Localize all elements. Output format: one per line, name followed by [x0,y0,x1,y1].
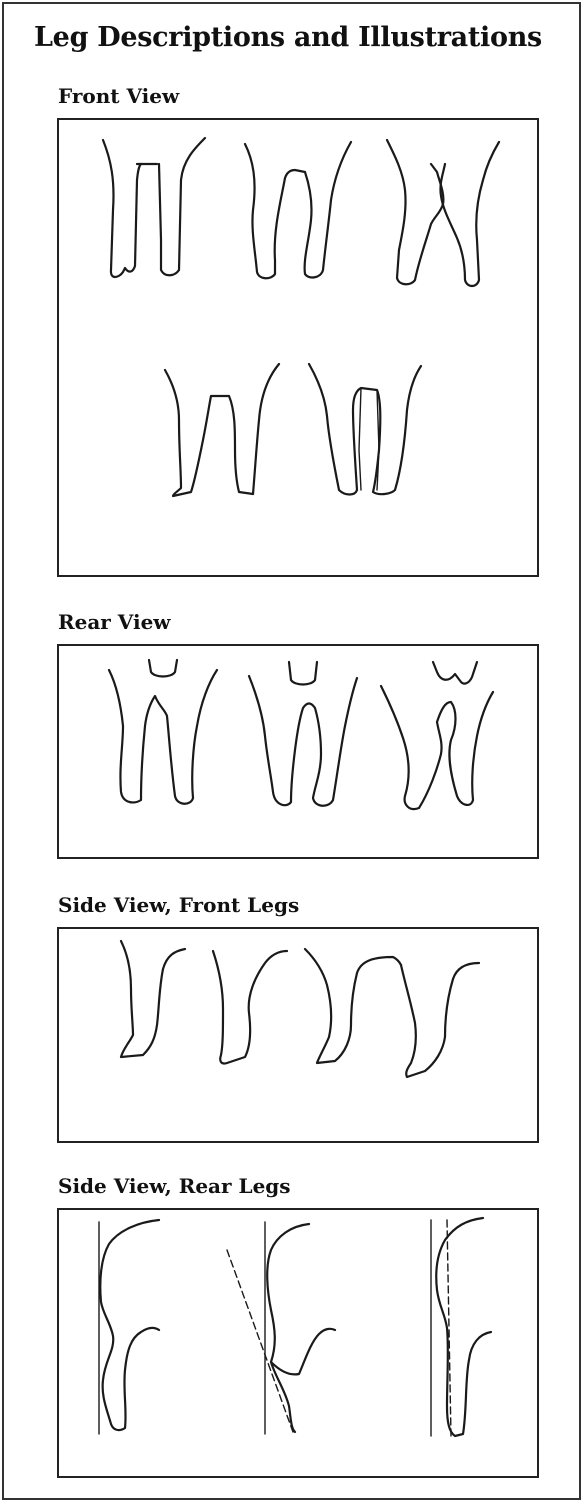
front-view-leg-pair-1 [103,138,205,277]
rear-view-leg-pair-1 [109,660,217,804]
side-view-front-legs-heading: Side View, Front Legs [58,893,299,917]
side-rear-leg-1 [99,1220,159,1434]
side-rear-leg-2 [227,1222,335,1434]
front-view-leg-pair-2 [245,142,351,278]
rear-view-panel [57,644,539,859]
rear-view-heading: Rear View [58,610,171,634]
front-view-heading: Front View [58,84,179,108]
front-view-panel [57,118,539,577]
page-title: Leg Descriptions and Illustrations [34,22,542,53]
side-front-leg-2 [213,951,287,1064]
side-view-rear-legs-panel [57,1208,539,1478]
side-rear-leg-3 [431,1218,491,1436]
side-front-leg-1 [121,941,185,1057]
side-front-leg-4 [401,963,479,1077]
side-view-front-legs-panel [57,927,539,1143]
rear-view-leg-pair-2 [249,662,357,806]
front-view-leg-pair-4 [165,364,279,496]
front-view-leg-pair-3 [387,140,499,286]
front-view-leg-pair-5 [309,364,421,495]
side-front-leg-3 [305,949,401,1063]
side-view-rear-legs-heading: Side View, Rear Legs [58,1174,291,1198]
rear-view-leg-pair-3 [381,662,493,809]
